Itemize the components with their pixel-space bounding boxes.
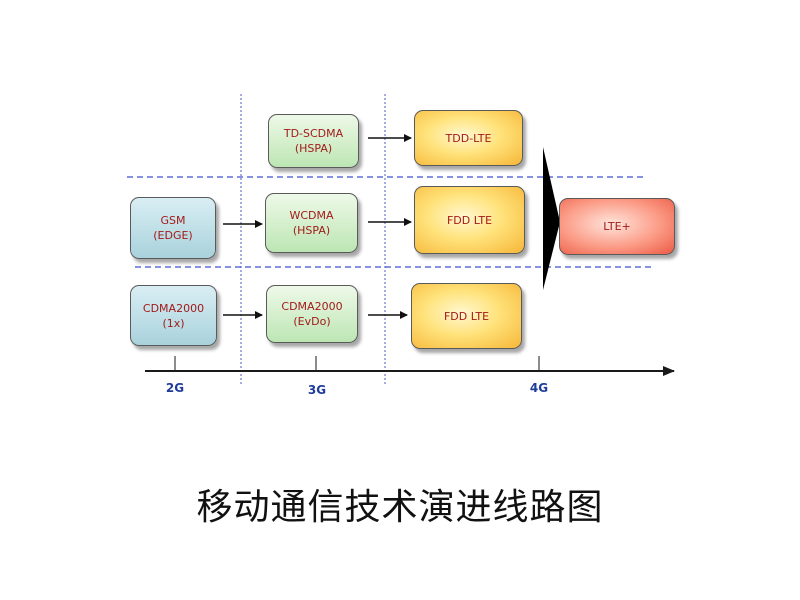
page-title: 移动通信技术演进线路图 <box>196 487 604 528</box>
node-gsm-line1: GSM <box>160 214 186 227</box>
evolution-arrow <box>543 147 560 290</box>
node-cdma2000-evdo-line1: CDMA2000 <box>281 300 343 313</box>
node-cdma2000-1x-line1: CDMA2000 <box>142 301 205 315</box>
node-tdd-lte: TDD-LTE <box>414 110 523 166</box>
node-fdd-lte-upper-label: FDD LTE <box>446 213 493 227</box>
node-td-scdma-line2: (HSPA) <box>294 142 333 155</box>
node-gsm-edge: GSM (EDGE) <box>130 197 216 259</box>
node-cdma2000-evdo-line2: (EvDo) <box>293 315 331 328</box>
tick-label-2g: 2G <box>165 381 185 395</box>
tick-label-3g: 3G <box>307 383 327 397</box>
node-wcdma-line1: WCDMA <box>289 209 334 222</box>
node-wcdma-hspa: WCDMA (HSPA) <box>265 193 358 253</box>
node-fdd-lte-lower: FDD LTE <box>411 283 522 349</box>
node-tdd-lte-label: TDD-LTE <box>445 131 492 145</box>
node-gsm-line2: (EDGE) <box>153 229 193 242</box>
node-cdma2000-evdo: CDMA2000 (EvDo) <box>266 285 358 343</box>
node-lte-plus: LTE+ <box>559 198 675 255</box>
node-td-scdma-hspa: TD-SCDMA (HSPA) <box>268 114 359 168</box>
node-lte-plus-label: LTE+ <box>603 220 631 233</box>
tick-label-4g: 4G <box>529 381 549 395</box>
node-fdd-lte-lower-label: FDD LTE <box>443 309 490 323</box>
node-cdma2000-1x-line2: (1x) <box>162 316 185 330</box>
node-cdma2000-1x: CDMA2000 (1x) <box>130 285 217 346</box>
node-td-scdma-line1: TD-SCDMA <box>283 127 344 140</box>
node-fdd-lte-upper: FDD LTE <box>414 186 525 254</box>
node-wcdma-line2: (HSPA) <box>292 224 331 237</box>
